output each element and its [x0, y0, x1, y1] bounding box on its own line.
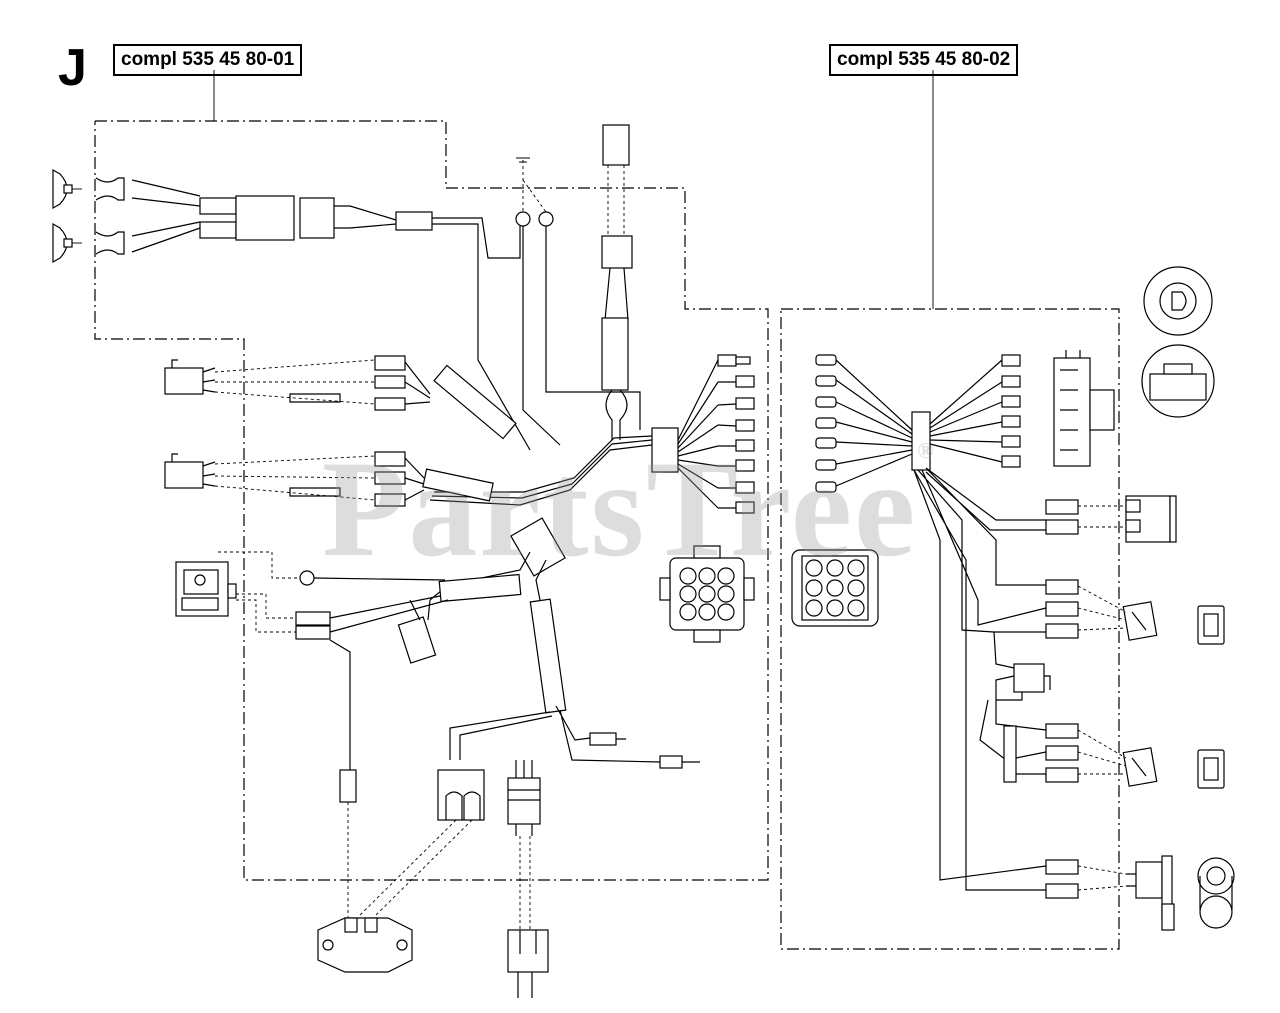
- switch-wires: [404, 361, 431, 501]
- switch-connector-e: [374, 471, 406, 485]
- connector-inline: [395, 211, 433, 231]
- microswitch-upper: [164, 359, 216, 395]
- ignition-key-switch-rear: [1141, 344, 1215, 418]
- lower-plug-leaders: [359, 819, 531, 930]
- charging-plug: [507, 760, 541, 836]
- nine-pin-connector-right: [791, 549, 879, 627]
- power-socket-12v: [1126, 855, 1175, 931]
- top-plug: [602, 124, 630, 166]
- multipin-housing: [1053, 350, 1115, 467]
- power-socket-cap: [1197, 857, 1235, 929]
- socket-headlamp: [299, 197, 335, 239]
- voltage-regulator: [317, 917, 413, 973]
- rocker-lower-leaders: [1077, 729, 1127, 775]
- lower-harness-wires: [449, 705, 661, 763]
- ground-eyelet-b: [538, 211, 554, 227]
- top-socket: [601, 235, 633, 269]
- top-plug-leader: [607, 165, 625, 236]
- sleeve-top: [601, 317, 629, 391]
- headlamp-wires: [131, 179, 201, 253]
- right-harness-wires: [913, 467, 1047, 891]
- connector-headlamp-a: [199, 197, 237, 215]
- harness-splice-right: [651, 427, 679, 473]
- ignition-leaders: [218, 551, 300, 633]
- harness-sleeve-left: [438, 573, 522, 603]
- assembly-label-left: compl 535 45 80-01: [113, 44, 303, 76]
- socket-leaders: [1077, 865, 1127, 891]
- bullet-connector-b: [659, 755, 683, 769]
- fuse-holder: [397, 599, 437, 664]
- ground-leader: [522, 160, 547, 213]
- lamp-socket-lower: [95, 231, 125, 255]
- ground-symbol-icon: [516, 157, 530, 163]
- pto-leaders: [1078, 505, 1126, 528]
- switch-plungers: [289, 393, 341, 497]
- assembly-boundary-right: [780, 308, 1120, 950]
- headlamp-lower: [52, 222, 82, 264]
- switch-connector-d: [374, 451, 406, 467]
- rocker-switch-lower-face: [1197, 749, 1225, 789]
- headlamp-harness-wire: [334, 205, 397, 229]
- rocker-switch-lower: [1122, 747, 1158, 787]
- switch-connector-c: [374, 397, 406, 411]
- diode-inline: [339, 769, 357, 803]
- ignition-connector-a: [295, 611, 331, 626]
- rocker-switch-upper-face: [1197, 605, 1225, 645]
- bullet-connector-a: [589, 732, 617, 746]
- sleeve-top-loop: [605, 389, 628, 440]
- ignition-wires: [329, 595, 449, 770]
- ground-wires: [522, 226, 641, 446]
- ignition-connector-b: [295, 625, 331, 640]
- harness-bundle-main: [429, 435, 653, 506]
- connectors-right-column: [1045, 499, 1079, 899]
- ground-wire-c: [313, 577, 446, 581]
- relay-right: [995, 663, 1051, 701]
- section-letter: J: [58, 39, 87, 97]
- harness-splice-right-assembly: [911, 411, 931, 471]
- nine-pin-connector-left: [659, 545, 755, 643]
- ground-eyelet-c: [299, 570, 315, 586]
- microswitch-lower: [164, 453, 216, 489]
- rocker-upper-leaders: [1077, 585, 1127, 631]
- microswitch-leaders: [214, 359, 376, 501]
- connector-headlamp-b: [199, 221, 237, 239]
- switch-connector-f: [374, 493, 406, 507]
- ignition-key-switch-face: [1143, 266, 1213, 336]
- switch-sleeve-upper: [433, 364, 517, 440]
- bullet-ends: [616, 738, 700, 763]
- stator-plug: [507, 929, 549, 998]
- fanout-right-right-assembly: [929, 354, 1021, 468]
- ground-eyelet-a: [515, 211, 531, 227]
- regulator-plug: [437, 769, 485, 821]
- fanout-connectors-left-assembly: [677, 354, 755, 514]
- ignition-module-left: [175, 561, 237, 617]
- harness-sleeve-lower: [529, 598, 567, 714]
- headlamp-upper: [52, 168, 82, 210]
- switch-sleeve-lower: [422, 468, 494, 502]
- rocker-switch-upper: [1122, 601, 1158, 641]
- pto-switch: [1125, 495, 1177, 543]
- fanout-left-right-assembly: [815, 354, 913, 493]
- assembly-label-right: compl 535 45 80-02: [829, 44, 1019, 76]
- plug-headlamp: [235, 195, 295, 241]
- switch-connector-b: [374, 375, 406, 389]
- assembly-boundary-left: [94, 120, 769, 881]
- top-socket-wires: [604, 267, 629, 321]
- diode-pack-right: [1003, 725, 1017, 783]
- relay-right-wires: [979, 631, 1047, 775]
- switch-connector-a: [374, 355, 406, 371]
- harness-wire-upper: [432, 217, 531, 451]
- lamp-socket-upper: [95, 177, 125, 201]
- harness-sleeve-center: [510, 517, 566, 577]
